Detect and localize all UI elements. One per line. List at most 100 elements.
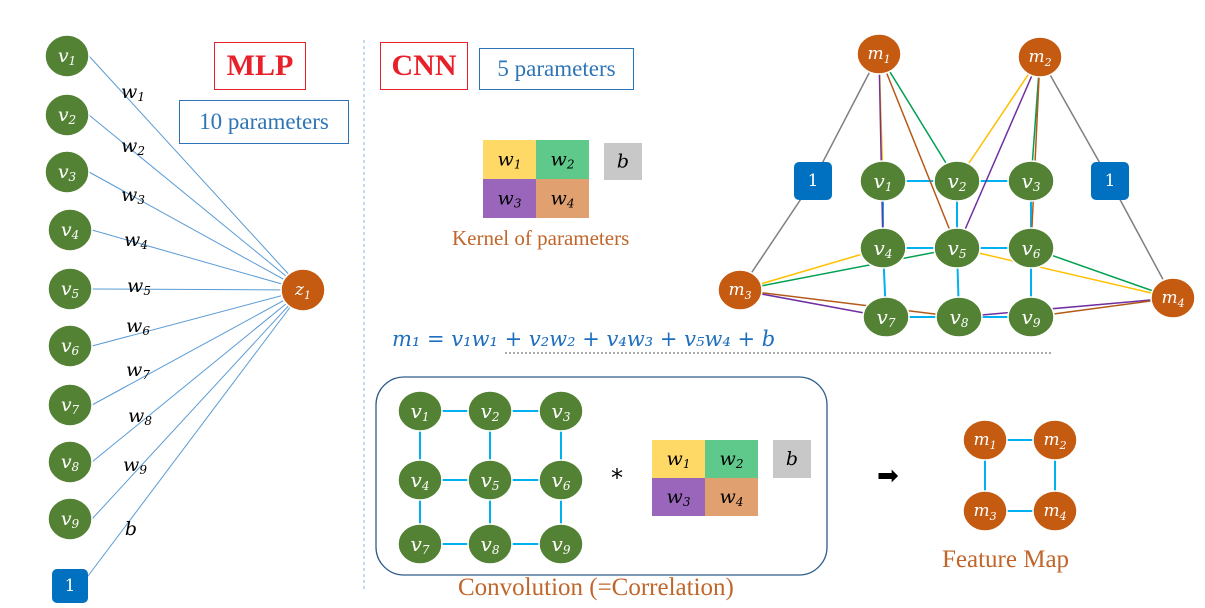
convolution-caption: Convolution (=Correlation) <box>458 574 734 601</box>
kernel-bottom-cell-w1 <box>652 440 705 478</box>
graph-input-v7-shape <box>862 296 910 338</box>
cnn-params-box: 5 parameters <box>479 48 634 90</box>
mlp-weight-w9: w9 <box>123 454 147 477</box>
conv-input-v2: v2 <box>467 390 513 432</box>
mlp-input-v8-shape <box>47 440 93 484</box>
graph-input-v5-shape <box>933 227 981 269</box>
graph-input-v4-shape <box>859 227 907 269</box>
cnn-title: CNN <box>380 42 468 90</box>
conv-input-v1: v1 <box>397 390 443 432</box>
mlp-weight-w6: w6 <box>126 315 150 338</box>
convolution-input-grid: v1 v2 v3 v4 v5 v6 v7 v8 v9 <box>397 390 584 565</box>
graph-connection-19 <box>958 297 1174 318</box>
mlp-bias-node-shape <box>52 569 88 603</box>
mlp-input-v1-shape <box>44 34 90 78</box>
kernel-top-bias-cell <box>604 143 642 180</box>
graph-input-v6-shape <box>1007 227 1055 269</box>
mlp-title: MLP <box>214 42 306 90</box>
conv-input-v8-shape <box>467 523 513 565</box>
graph-input-v9-shape <box>1007 296 1055 338</box>
mlp-weight-w7: w7 <box>126 359 150 382</box>
mlp-weight-w8: w8 <box>128 405 152 428</box>
conv-input-v8: v8 <box>467 523 513 565</box>
mlp-edge-bias <box>81 289 304 585</box>
conv-input-v6: v6 <box>538 459 584 501</box>
kernel-caption: Kernel of parameters <box>452 226 630 250</box>
graph-bias-right-label: 1 <box>1105 171 1116 191</box>
conv-input-v4: v4 <box>397 459 443 501</box>
kernel-top-cell-w3 <box>483 179 536 218</box>
graph-connection-9 <box>956 56 1041 182</box>
mlp-output-z1: z1 <box>280 268 326 312</box>
mlp-bias-node: 1 <box>52 569 88 603</box>
graph-output-m3-shape <box>717 269 763 311</box>
kernel-top-cell-w2 <box>536 140 589 179</box>
graph-connection-16 <box>739 289 960 318</box>
graph-input-v8: v8 <box>935 296 983 338</box>
mlp-weight-b: b <box>125 518 137 540</box>
mlp-output-z1-shape <box>280 268 326 312</box>
graph-bias-left-shape <box>794 162 832 200</box>
graph-input-v1: v1 <box>859 160 907 202</box>
mlp-input-v7-shape <box>47 383 93 427</box>
mlp-edge-8 <box>91 289 304 463</box>
graph-connection-7 <box>878 53 884 249</box>
kernel-bottom-cell-w2 <box>705 440 758 478</box>
mlp-input-v8: v8 <box>47 440 93 484</box>
graph-connection-14 <box>739 247 958 291</box>
mlp-weight-w1: w1 <box>121 81 145 104</box>
graph-connection-18 <box>1030 247 1174 299</box>
mlp-edge-1 <box>88 55 304 291</box>
mlp-weight-w4: w4 <box>124 229 148 252</box>
graph-connection-2 <box>1039 56 1111 182</box>
mlp-input-v3: v3 <box>44 150 90 194</box>
conv-input-v6-shape <box>538 459 584 501</box>
graph-connection-15 <box>739 289 887 318</box>
conv-input-v5-shape <box>467 459 513 501</box>
mlp-weight-w5: w5 <box>127 275 151 298</box>
feature-node-m2: m2 <box>1032 419 1078 461</box>
mlp-input-v7: v7 <box>47 383 93 427</box>
mlp-bias-node-label: 1 <box>65 576 76 596</box>
mlp-input-v3-shape <box>44 150 90 194</box>
convolution-operator: * <box>611 464 623 492</box>
mlp-edges <box>81 55 304 585</box>
graph-bias-right: 1 <box>1091 162 1129 200</box>
mlp-input-v6: v6 <box>47 324 93 368</box>
conv-input-v1-shape <box>397 390 443 432</box>
kernel-bottom-bias-cell <box>773 440 811 478</box>
graph-bias-left-label: 1 <box>808 171 819 191</box>
graph-connection-4 <box>1109 180 1174 299</box>
graph-output-m4-shape <box>1150 277 1196 319</box>
feature-node-m2-shape <box>1032 419 1078 461</box>
graph-connection-17 <box>956 247 1174 299</box>
graph-connection-6 <box>878 53 958 182</box>
graph-output-m2-shape <box>1017 36 1063 78</box>
mlp-edge-7 <box>91 289 304 406</box>
mlp-weight-w2: w2 <box>121 135 145 158</box>
conv-input-v9-shape <box>538 523 584 565</box>
mlp-input-v9-shape <box>47 497 93 541</box>
mlp-input-v5: v5 <box>47 267 93 311</box>
conv-input-v3: v3 <box>538 390 584 432</box>
graph-connection-8 <box>878 53 958 249</box>
conv-input-v5: v5 <box>467 459 513 501</box>
conv-input-v7: v7 <box>397 523 443 565</box>
feature-node-m3-shape <box>962 490 1008 532</box>
graph-input-v3: v3 <box>1007 160 1055 202</box>
mlp-edge-9 <box>91 289 304 520</box>
feature-map-caption: Feature Map <box>942 546 1070 573</box>
feature-node-m1-shape <box>962 419 1008 461</box>
mlp-edge-6 <box>91 289 304 347</box>
graph-connection-20 <box>1030 297 1174 318</box>
kernel-top-cell-w1 <box>483 140 536 179</box>
mlp-input-v2-shape <box>44 93 90 137</box>
cnn-graph-edges <box>739 53 1174 318</box>
graph-input-v6: v6 <box>1007 227 1055 269</box>
conv-input-v9: v9 <box>538 523 584 565</box>
feature-node-m4-shape <box>1032 490 1078 532</box>
kernel-top-cell-w4 <box>536 179 589 218</box>
